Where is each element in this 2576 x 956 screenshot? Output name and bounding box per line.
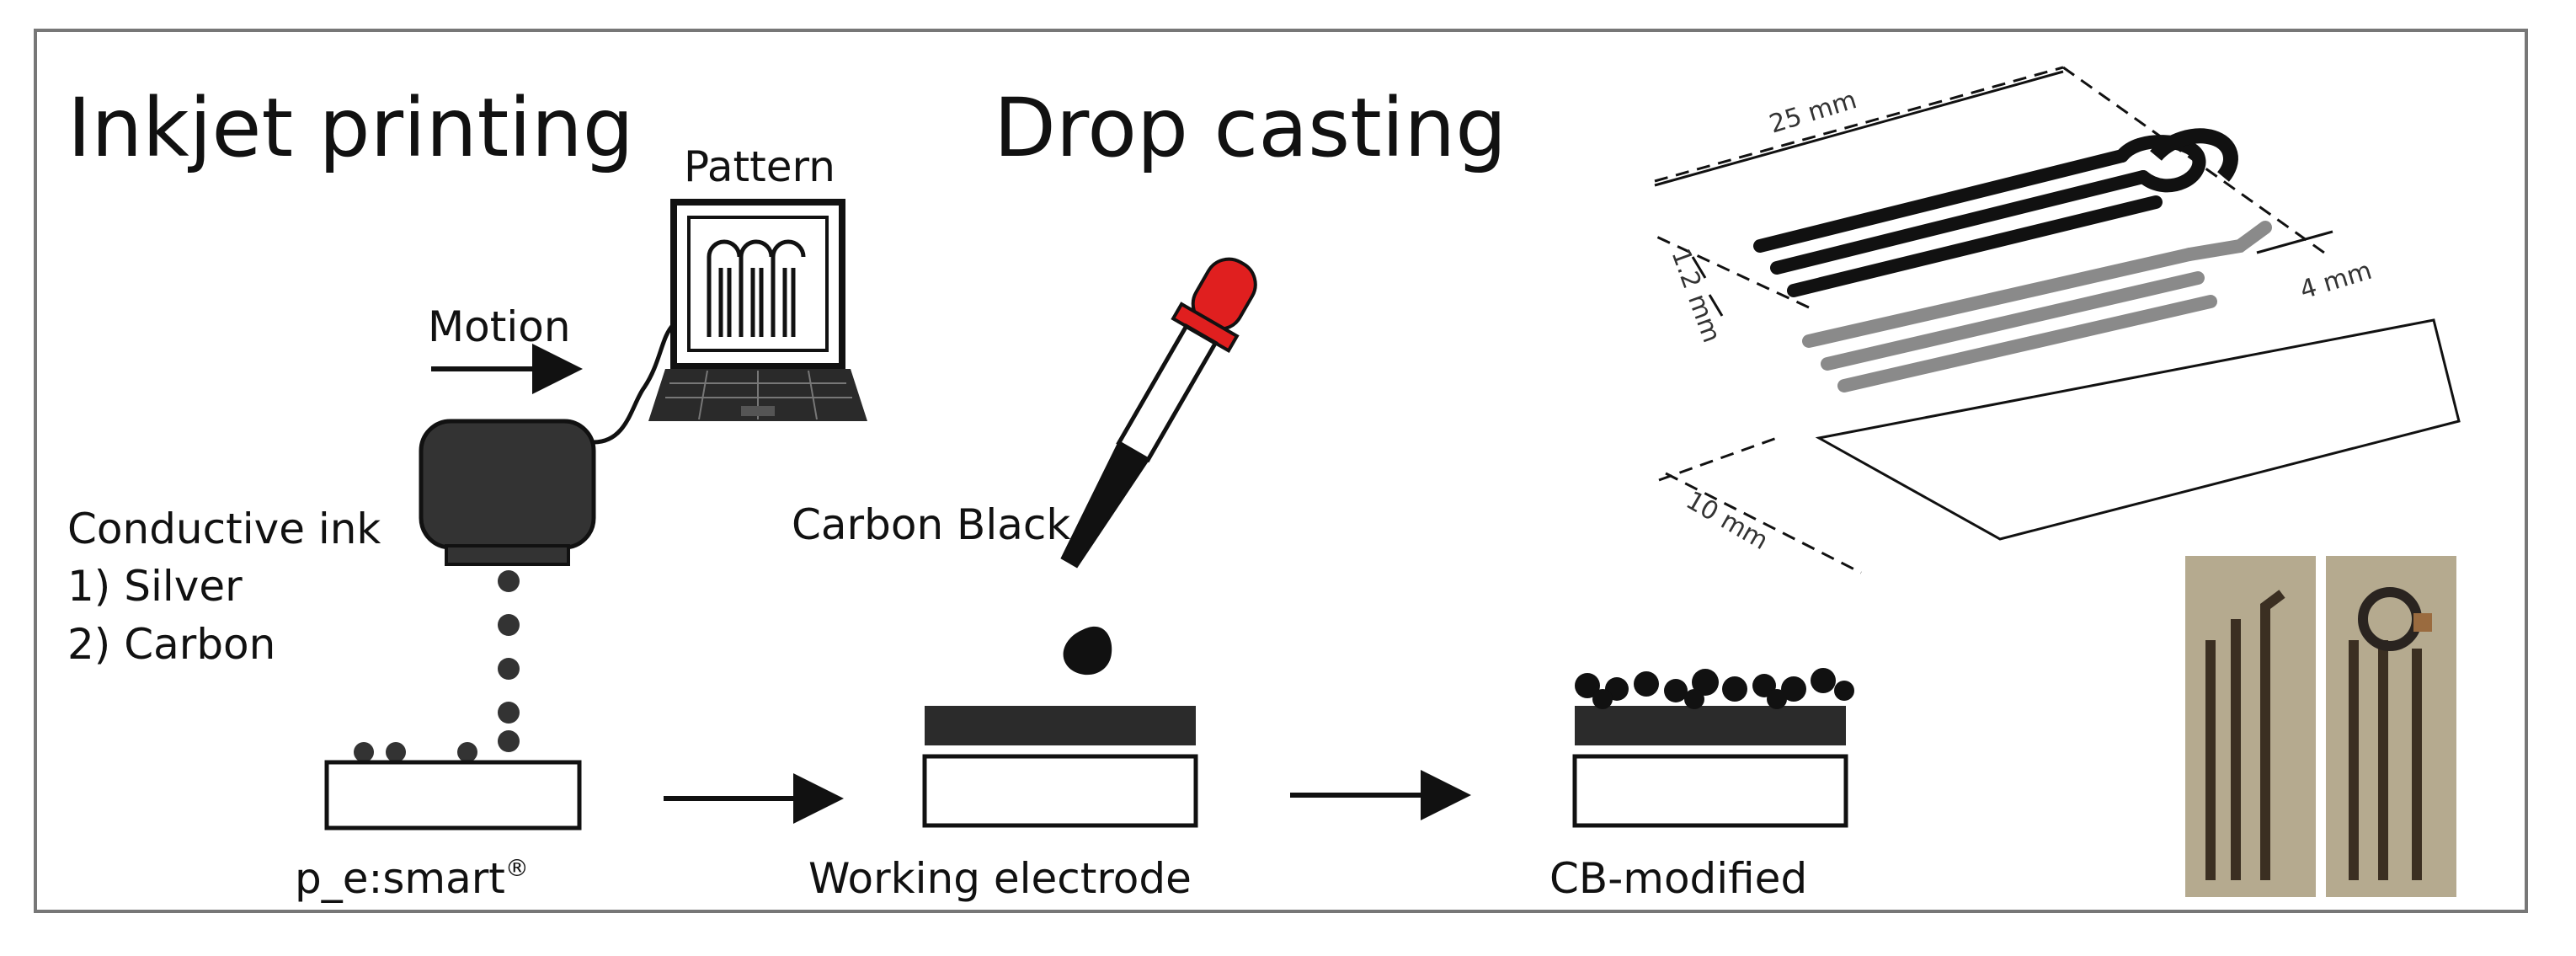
carbon-ink-label: 2) Carbon	[67, 620, 275, 669]
ink-droplets	[354, 570, 520, 762]
working-electrode-label: Working electrode	[808, 854, 1192, 903]
dimension-10mm: 10 mm	[1681, 486, 1773, 556]
dropper-icon	[1060, 257, 1257, 676]
working-electrode-substrate	[922, 754, 1198, 828]
pattern-label: Pattern	[684, 142, 835, 191]
conductive-ink-label: Conductive ink	[67, 505, 381, 553]
cb-modified-label: CB-modified	[1549, 854, 1807, 903]
figure-frame	[34, 29, 2528, 913]
carbon-black-label: Carbon Black	[792, 500, 1070, 549]
electrode-photo	[2185, 556, 2456, 897]
substrate-name: p_e:smart	[295, 854, 505, 903]
laptop-icon: Pattern	[648, 142, 867, 421]
drop-casting-heading: Drop casting	[994, 81, 1507, 175]
dimension-1-2mm: 1.2 mm	[1665, 245, 1725, 347]
substrate-label: p_e:smart®	[295, 854, 529, 903]
inkjet-printing-heading: Inkjet printing	[67, 81, 634, 175]
working-electrode-ink-layer	[925, 706, 1196, 745]
silver-ink-label: 1) Silver	[67, 562, 243, 611]
print-head-icon	[419, 419, 596, 566]
registered-mark: ®	[505, 854, 529, 882]
cb-modified-electrode	[1572, 668, 1854, 828]
dimension-4mm: 4 mm	[2296, 256, 2376, 306]
printer-cable	[593, 323, 675, 445]
substrate-block	[324, 760, 582, 830]
electrode-dimension-drawing: 25 mm 1.2 mm 4 mm 10 mm	[1654, 66, 2461, 574]
motion-label: Motion	[428, 302, 571, 351]
